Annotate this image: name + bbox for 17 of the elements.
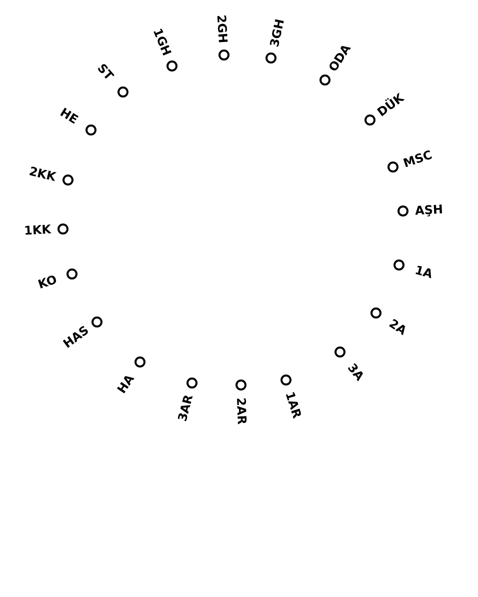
position-label: 1GH	[150, 26, 174, 58]
position-label: 2GH	[214, 14, 230, 44]
position-label: 1AR	[283, 390, 305, 420]
position-label: ST	[94, 61, 117, 84]
position-label: 1A	[414, 262, 434, 281]
position-label: 2AR	[234, 397, 250, 425]
position-label: 3AR	[175, 393, 196, 423]
position-label: HA	[114, 372, 137, 396]
position-label: MSC	[402, 147, 434, 170]
position-label: 1KK	[23, 222, 51, 238]
position-label: 2A	[386, 316, 409, 338]
position-label: 3A	[345, 361, 367, 384]
position-label: AŞH	[414, 202, 444, 218]
position-label: KO	[36, 272, 58, 292]
position-label: HE	[58, 105, 80, 127]
position-label: 2KK	[28, 164, 58, 184]
position-label: 3GH	[266, 17, 287, 48]
